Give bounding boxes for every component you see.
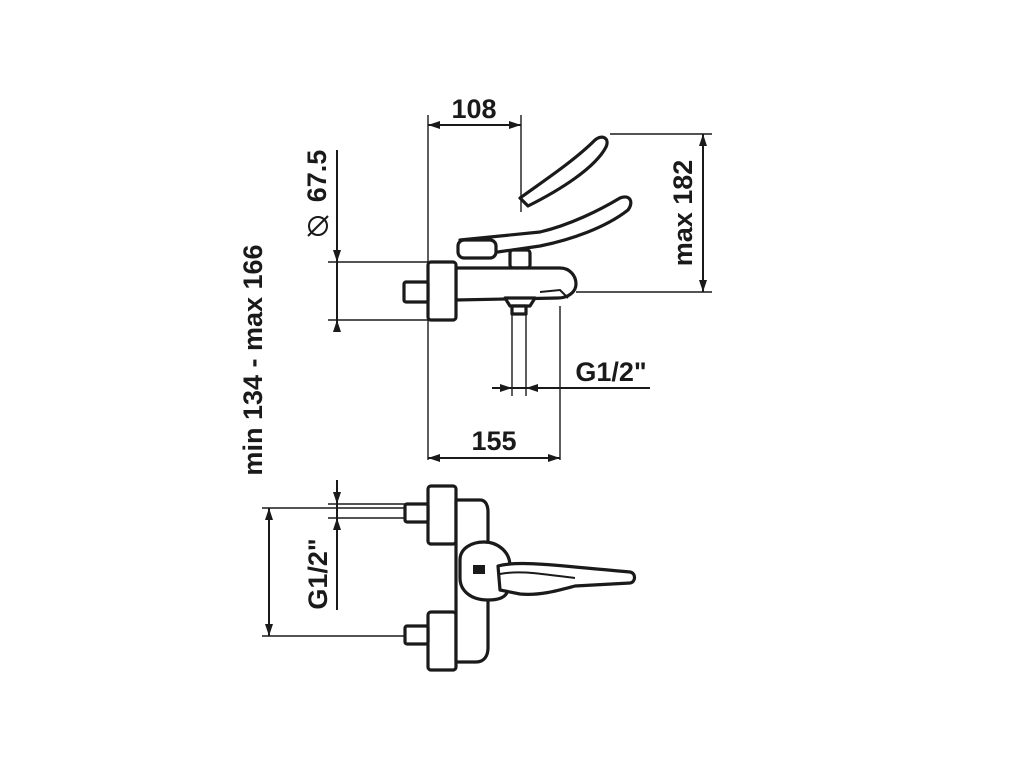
- arrow-diam-bottom: [333, 320, 341, 332]
- diverter-knob: [508, 248, 532, 270]
- lever-base: [456, 238, 498, 260]
- flange-lower: [426, 610, 458, 672]
- label-connection-right: G1/2": [575, 357, 646, 387]
- arrow-108-right: [509, 121, 521, 129]
- side-view: 108 max 182 67.5 G1/2" 155: [302, 94, 712, 462]
- arrow-range-bottom: [265, 624, 273, 636]
- stub-upper: [403, 502, 430, 524]
- label-range: min 134 - max 166: [238, 244, 268, 475]
- lever-edge: [499, 571, 576, 579]
- label-connection-left: G1/2": [303, 538, 333, 609]
- label-depth: 155: [471, 426, 516, 456]
- connection-stub: [402, 280, 430, 304]
- arrow-155-left: [428, 454, 440, 462]
- diameter-symbol-icon: [307, 215, 329, 237]
- faucet-body: [454, 266, 578, 302]
- label-width-top: 108: [451, 94, 496, 124]
- spout-hook: [539, 288, 569, 299]
- stub-lower: [403, 624, 430, 646]
- arrow-range-top: [265, 508, 273, 520]
- arrow-thread-left: [500, 384, 512, 392]
- top-view: G1/2" min 134 - max 166: [238, 244, 637, 672]
- label-height-max: max 182: [668, 160, 698, 267]
- arrow-thread-top: [333, 492, 341, 504]
- lever-upper: [518, 135, 609, 208]
- arrow-155-right: [548, 454, 560, 462]
- arrow-thread-bottom: [333, 518, 341, 530]
- spout-outlet: [503, 296, 537, 308]
- arrow-diam-top: [333, 250, 341, 262]
- wall-flange: [426, 260, 458, 322]
- arrow-182-top: [699, 134, 707, 146]
- arrow-thread-right: [526, 384, 538, 392]
- label-diameter: 67.5: [302, 150, 332, 203]
- outlet-nozzle: [510, 304, 528, 316]
- flange-upper: [426, 484, 458, 546]
- arrow-182-bottom: [699, 280, 707, 292]
- lever-top-view: [496, 561, 637, 596]
- lever-lower: [458, 195, 633, 258]
- arrow-108-left: [428, 121, 440, 129]
- knob-marker: [473, 565, 485, 574]
